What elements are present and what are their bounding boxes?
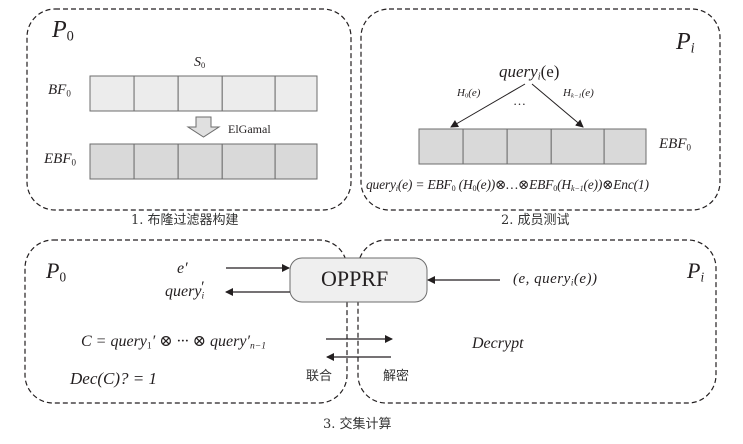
- c-formula: C = query1′ ⊗ ··· ⊗ query′n−1: [81, 333, 267, 352]
- panel2-party-label: Pi: [676, 29, 695, 57]
- ebf0-cell: [274, 143, 318, 180]
- decrypt-label: Decrypt: [472, 335, 524, 352]
- ebf0-panel2-cell: [550, 128, 605, 165]
- bf0-cell: [177, 75, 223, 112]
- ebf0-panel2-cell: [603, 128, 647, 165]
- ebf0-array-panel1: [89, 143, 318, 180]
- hash-ellipsis: …: [513, 93, 526, 108]
- panel3-left-box: [24, 239, 348, 404]
- panel2-box: [360, 8, 721, 211]
- hash-h0-label: H0(e): [457, 87, 481, 100]
- e-prime-label: e′: [177, 260, 188, 277]
- membership-formula: queryi(e) = EBF0 (H0(e))⊗…⊗EBF0(Hk−1(e))…: [366, 177, 649, 194]
- hash-arrow-first: [450, 83, 526, 128]
- bf0-cell: [133, 75, 179, 112]
- set-s0-label: S0: [194, 55, 206, 71]
- panel1-caption: 1. 布隆过滤器构建: [131, 213, 239, 228]
- ebf0-cell: [133, 143, 179, 180]
- decrypt-cn-label: 解密: [383, 369, 410, 384]
- ebf0-panel2-cell: [418, 128, 464, 165]
- bf0-cell: [89, 75, 135, 112]
- panel2-caption: 2. 成员测试: [501, 213, 570, 228]
- panel3-left-party-label: P0: [46, 258, 67, 285]
- elgamal-down-arrow-icon: [186, 116, 221, 138]
- bf0-label: BF0: [48, 82, 71, 99]
- ebf0-label-panel1: EBF0: [44, 151, 76, 168]
- ebf0-panel2-cell: [506, 128, 552, 165]
- elgamal-label: ElGamal: [228, 122, 271, 136]
- bf0-array: [89, 75, 318, 112]
- ebf0-array-panel2: [418, 128, 647, 165]
- query-prime-label: queryi′: [165, 279, 205, 302]
- hash-arrow-last: [531, 83, 584, 128]
- panel1-box: [26, 8, 352, 211]
- ebf0-cell: [177, 143, 223, 180]
- ebf0-cell: [89, 143, 135, 180]
- panel3-caption: 3. 交集计算: [323, 417, 392, 432]
- union-label: 联合: [306, 369, 333, 384]
- bf0-cell: [221, 75, 276, 112]
- panel1-party-label: P0: [52, 17, 74, 45]
- right-input-label: (e, queryi(e)): [513, 271, 598, 288]
- panel3-right-box: [357, 239, 717, 404]
- hash-hk-label: Hk−1(e): [563, 87, 594, 100]
- dec-check-formula: Dec(C)? = 1: [70, 369, 158, 388]
- ebf0-panel2-cell: [462, 128, 508, 165]
- panel3-right-party-label: Pi: [687, 258, 705, 285]
- ebf0-cell: [221, 143, 276, 180]
- ebf0-label-panel2: EBF0: [659, 136, 691, 153]
- opprf-label: OPPRF: [321, 266, 389, 291]
- bf0-cell: [274, 75, 318, 112]
- query-label: queryi(e): [499, 62, 560, 83]
